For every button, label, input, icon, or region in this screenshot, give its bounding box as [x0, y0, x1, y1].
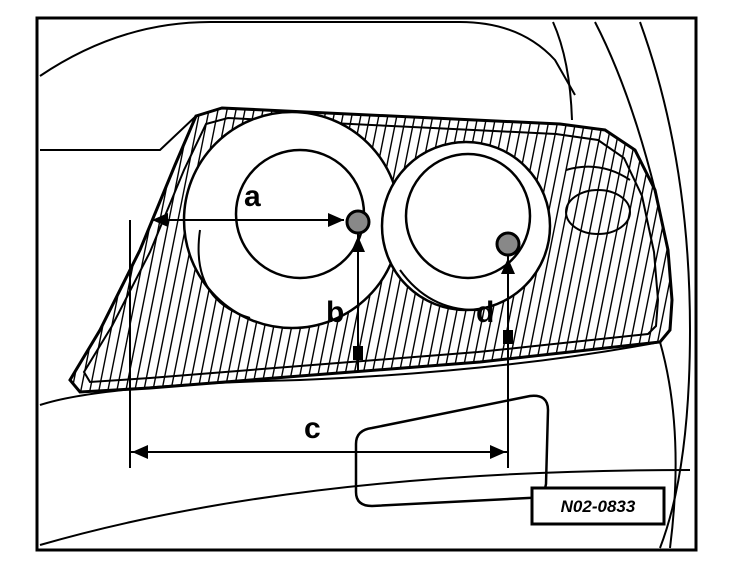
hatch-line: [0, 100, 40, 400]
hatch-line: [537, 108, 599, 392]
reference-code: N02-0833: [561, 497, 636, 516]
body-curve-right: [594, 21, 656, 191]
hatch-line: [132, 108, 194, 392]
arrow-c-left: [132, 445, 148, 459]
lower-bumper-line: [39, 469, 691, 546]
bulb-centers: [345, 209, 521, 257]
hatch-line: [150, 108, 212, 392]
right-reflector-inner: [404, 152, 532, 280]
indicator-ellipse: [565, 189, 631, 235]
label-c: c: [304, 412, 321, 445]
arrow-b-up: [351, 236, 365, 252]
left-reflector-arc: [197, 229, 251, 319]
marker-d-base: [503, 330, 513, 344]
indicator-arc: [565, 165, 631, 181]
label-d: d: [476, 296, 494, 329]
hatch-line: [564, 108, 626, 392]
car-body-lines: [39, 21, 692, 549]
reference-code-frame: [530, 486, 666, 526]
hood-line: [39, 21, 576, 96]
reference-code-box: N02-0833: [530, 486, 666, 526]
indicator-reflector: [565, 165, 631, 235]
high-beam-center-mark: [495, 231, 521, 257]
right-reflector: [380, 140, 552, 312]
fender-line: [40, 115, 197, 151]
hatch-line: [555, 108, 617, 392]
hatch-line: [573, 108, 635, 392]
arrow-a-right: [328, 213, 344, 227]
marker-b-base: [353, 346, 363, 360]
right-reflector-arc: [399, 269, 481, 312]
arrow-d-up: [501, 258, 515, 274]
arrow-c-right: [490, 445, 506, 459]
hatch-line: [546, 108, 608, 392]
arrow-a-left: [152, 213, 168, 227]
label-a: a: [244, 180, 261, 213]
housing-outer: [68, 106, 674, 394]
label-b: b: [326, 296, 344, 329]
body-curve-outer: [639, 21, 692, 549]
arrowheads: [132, 213, 515, 459]
hood-edge-line: [552, 21, 573, 121]
base-markers: [353, 330, 513, 360]
number-plate-recess: [354, 394, 550, 508]
hatch-line: [519, 108, 581, 392]
hatch-line: [528, 108, 590, 392]
low-beam-center-mark: [345, 209, 371, 235]
hatch-line: [141, 108, 203, 392]
